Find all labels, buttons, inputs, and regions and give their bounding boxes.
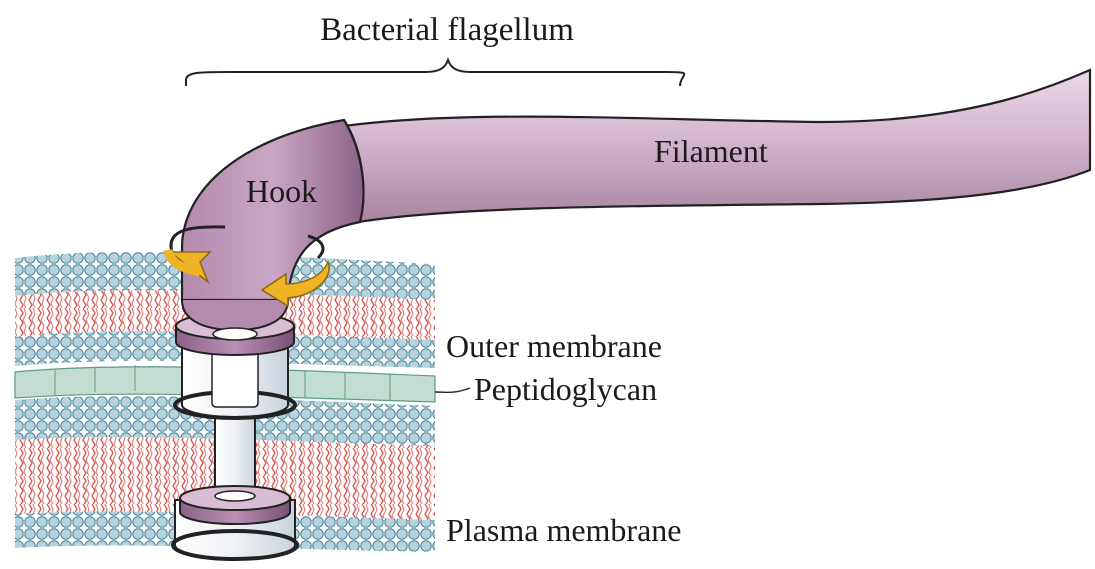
- ms-ring: [173, 486, 297, 559]
- filament-label: Filament: [654, 133, 768, 169]
- peptidoglycan-label: Peptidoglycan: [474, 371, 657, 407]
- hook-label: Hook: [246, 173, 317, 209]
- plasma-membrane-label: Plasma membrane: [446, 512, 681, 548]
- flagellum-brace: [186, 60, 684, 86]
- title-label: Bacterial flagellum: [320, 12, 574, 48]
- outer-membrane-label: Outer membrane: [446, 328, 662, 364]
- peptidoglycan-leader: [435, 388, 470, 392]
